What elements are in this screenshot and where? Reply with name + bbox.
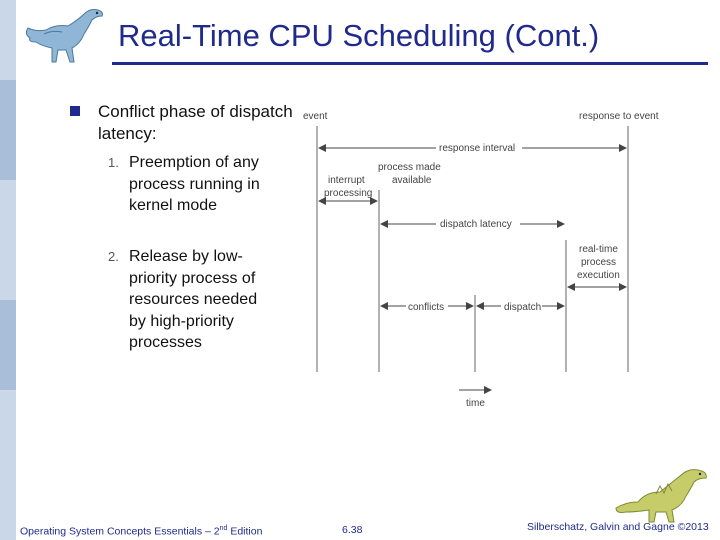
list-item: 1. Preemption of any process running in … bbox=[108, 152, 268, 217]
footer-book-edition: Edition bbox=[227, 525, 263, 538]
execution-label: execution bbox=[577, 270, 620, 281]
process-made-label: process made bbox=[378, 162, 441, 173]
footer-book-title: Operating System Concepts Essentials – 2… bbox=[20, 525, 262, 538]
list-item: 2. Release by low-priority process of re… bbox=[108, 246, 268, 354]
page-number: 6.38 bbox=[342, 524, 363, 536]
response-to-event-label: response to event bbox=[579, 111, 659, 122]
real-time-label: real-time bbox=[579, 244, 618, 255]
dispatch-latency-diagram: event response to event response interva… bbox=[303, 111, 659, 409]
interrupt-label: interrupt bbox=[328, 175, 365, 186]
accent-band bbox=[0, 80, 16, 180]
left-accent-bar bbox=[0, 0, 16, 540]
list-item-text: Preemption of any process running in ker… bbox=[129, 154, 260, 214]
footer-book-sup: nd bbox=[219, 525, 228, 532]
available-label: available bbox=[392, 175, 432, 186]
list-number: 2. bbox=[108, 249, 119, 264]
dispatch-label: dispatch bbox=[504, 302, 541, 313]
response-interval-label: response interval bbox=[439, 143, 515, 154]
dinosaur-logo-icon bbox=[615, 469, 707, 523]
square-bullet-icon bbox=[70, 106, 80, 116]
footer-authors: Silberschatz, Galvin and Gagne ©2013 bbox=[527, 521, 709, 533]
event-label: event bbox=[303, 111, 328, 122]
processing-label: processing bbox=[324, 188, 372, 199]
dinosaur-logo-icon bbox=[25, 9, 103, 63]
time-label: time bbox=[466, 398, 485, 409]
list-item-text: Release by low-priority process of resou… bbox=[129, 248, 258, 351]
list-number: 1. bbox=[108, 155, 119, 170]
conflicts-label: conflicts bbox=[408, 302, 444, 313]
footer-book-main: Operating System Concepts Essentials – 2 bbox=[20, 525, 220, 538]
process-label: process bbox=[581, 257, 616, 268]
accent-band bbox=[0, 300, 16, 390]
dispatch-latency-label: dispatch latency bbox=[440, 219, 512, 230]
main-bullet-text: Conflict phase of dispatch latency: bbox=[98, 102, 293, 143]
title-underline bbox=[112, 62, 708, 65]
main-bullet: Conflict phase of dispatch latency: bbox=[70, 101, 300, 145]
slide-title: Real-Time CPU Scheduling (Cont.) bbox=[118, 18, 600, 53]
